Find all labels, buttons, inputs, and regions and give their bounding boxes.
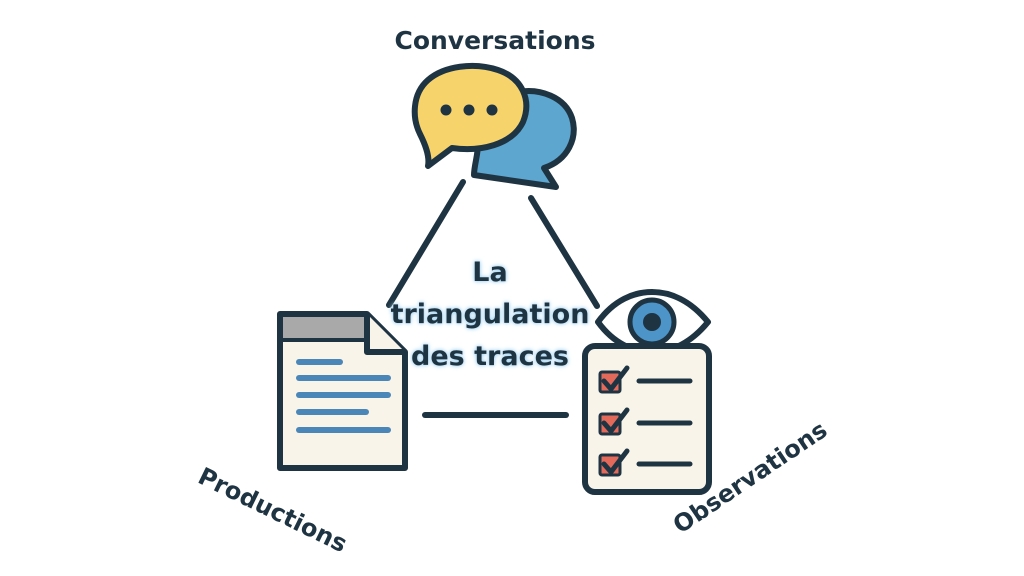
center-title-line-1: La [472, 257, 508, 288]
label-conversations: Conversations [394, 26, 596, 55]
edge-top-left [386, 179, 466, 308]
speech-bubbles-icon [411, 62, 577, 190]
document-icon [277, 311, 408, 471]
center-title-line-2: triangulation [390, 299, 590, 330]
eye-icon [595, 289, 711, 355]
center-title-line-3: des traces [411, 341, 569, 372]
edge-top-right [528, 195, 600, 309]
center-title: La triangulation des traces [390, 252, 590, 378]
checklist-icon [582, 343, 712, 495]
